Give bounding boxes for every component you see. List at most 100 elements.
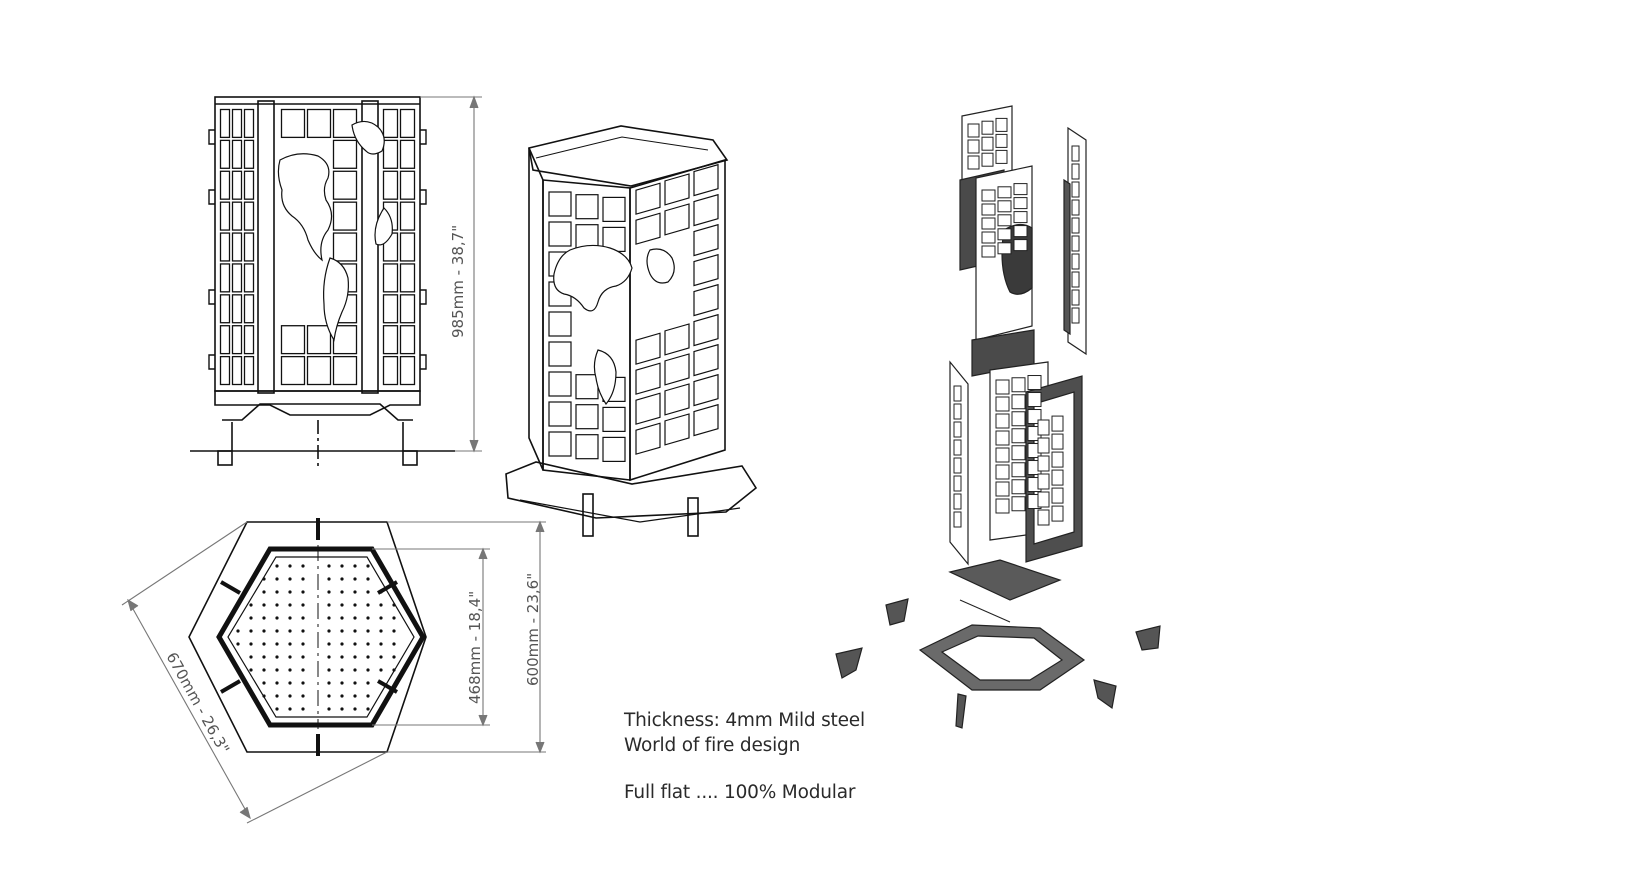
window-cell	[306, 355, 332, 386]
ash-hole	[366, 707, 370, 711]
ash-hole	[262, 577, 266, 581]
ash-hole	[366, 642, 370, 646]
panel-window-cell	[995, 430, 1010, 446]
panel-window-cell	[1071, 163, 1080, 180]
ash-hole	[236, 642, 240, 646]
panel-window-cell	[953, 421, 962, 438]
window-cell	[219, 263, 231, 293]
ash-hole	[275, 577, 279, 581]
window-cell	[219, 139, 231, 169]
window-cell	[231, 325, 243, 355]
ash-hole	[262, 668, 266, 672]
window-cell	[399, 108, 416, 139]
exploded-panel-grids	[953, 117, 1080, 528]
panel-window-cell	[1071, 217, 1080, 234]
ash-hole	[275, 655, 279, 659]
panel-window-cell	[1011, 445, 1026, 461]
iso-window-cell	[602, 196, 626, 222]
panel-window-cell	[981, 136, 994, 151]
window-cell	[219, 201, 231, 231]
window-cell	[219, 108, 231, 139]
ash-hole	[353, 577, 357, 581]
panel-window-cell	[1071, 289, 1080, 306]
ash-hole	[392, 616, 396, 620]
window-cell	[399, 170, 416, 200]
iso-window-cell	[635, 392, 661, 425]
ash-hole	[379, 616, 383, 620]
window-cell	[219, 232, 231, 262]
panel-window-cell	[1013, 239, 1028, 252]
panel-window-cell	[1037, 509, 1050, 526]
window-cell	[332, 139, 358, 169]
window-cell	[382, 139, 399, 169]
panel-window-cell	[981, 189, 996, 202]
isometric-window-grid	[548, 163, 719, 462]
panel-window-cell	[1071, 145, 1080, 162]
ash-hole	[301, 616, 305, 620]
window-cell	[382, 355, 399, 386]
inner-width-dimension-label: 468mm - 18,4"	[466, 591, 484, 704]
panel-window-cell	[1071, 181, 1080, 198]
ash-hole	[392, 642, 396, 646]
panel-window-cell	[995, 396, 1010, 412]
window-cell	[243, 108, 255, 139]
iso-window-cell	[664, 203, 690, 236]
ash-hole	[379, 590, 383, 594]
iso-window-cell	[693, 283, 719, 317]
panel-window-cell	[953, 403, 962, 420]
panel-window-cell	[995, 379, 1010, 395]
iso-window-cell	[664, 383, 690, 416]
ash-hole	[340, 694, 344, 698]
material-notes: Thickness: 4mm Mild steel World of fire …	[624, 708, 865, 805]
ash-hole	[275, 642, 279, 646]
panel-window-cell	[995, 133, 1008, 148]
ash-hole	[288, 590, 292, 594]
panel-window-cell	[967, 139, 980, 154]
ash-hole	[288, 629, 292, 633]
ash-hole	[327, 616, 331, 620]
panel-window-cell	[1071, 253, 1080, 270]
ash-hole	[262, 642, 266, 646]
panel-window-cell	[1011, 428, 1026, 444]
ash-hole	[379, 629, 383, 633]
panel-window-cell	[1051, 433, 1064, 450]
window-cell	[332, 170, 358, 200]
ash-hole	[301, 629, 305, 633]
ash-hole	[392, 603, 396, 607]
panel-window-cell	[953, 439, 962, 456]
ash-hole	[262, 590, 266, 594]
ash-hole	[262, 694, 266, 698]
panel-window-cell	[995, 481, 1010, 497]
panel-window-cell	[1013, 211, 1028, 224]
panel-window-cell	[1051, 469, 1064, 486]
ash-hole	[353, 707, 357, 711]
ash-hole	[366, 694, 370, 698]
window-cell	[332, 232, 358, 262]
ash-hole	[327, 577, 331, 581]
iso-world-map-cutout	[553, 244, 675, 406]
window-cell	[231, 201, 243, 231]
ash-hole	[353, 694, 357, 698]
window-cell	[219, 355, 231, 386]
ash-hole	[327, 681, 331, 685]
height-dimension	[420, 95, 482, 453]
height-dimension-label: 985mm - 38,7"	[449, 225, 467, 338]
ash-hole	[288, 564, 292, 568]
ash-hole	[392, 629, 396, 633]
panel-window-cell	[1051, 505, 1064, 522]
ash-hole	[288, 642, 292, 646]
panel-window-cell	[1027, 375, 1042, 391]
iso-window-cell	[635, 182, 661, 215]
window-cell	[382, 108, 399, 139]
ash-hole	[366, 668, 370, 672]
window-cell	[399, 325, 416, 355]
panel-window-cell	[1037, 473, 1050, 490]
window-cell	[280, 355, 306, 386]
panel-window-cell	[1037, 419, 1050, 436]
design-note: World of fire design	[624, 735, 801, 756]
iso-window-cell	[548, 311, 572, 337]
window-cell	[399, 232, 416, 262]
ash-hole	[275, 707, 279, 711]
ash-hole	[288, 681, 292, 685]
iso-window-cell	[575, 404, 599, 430]
